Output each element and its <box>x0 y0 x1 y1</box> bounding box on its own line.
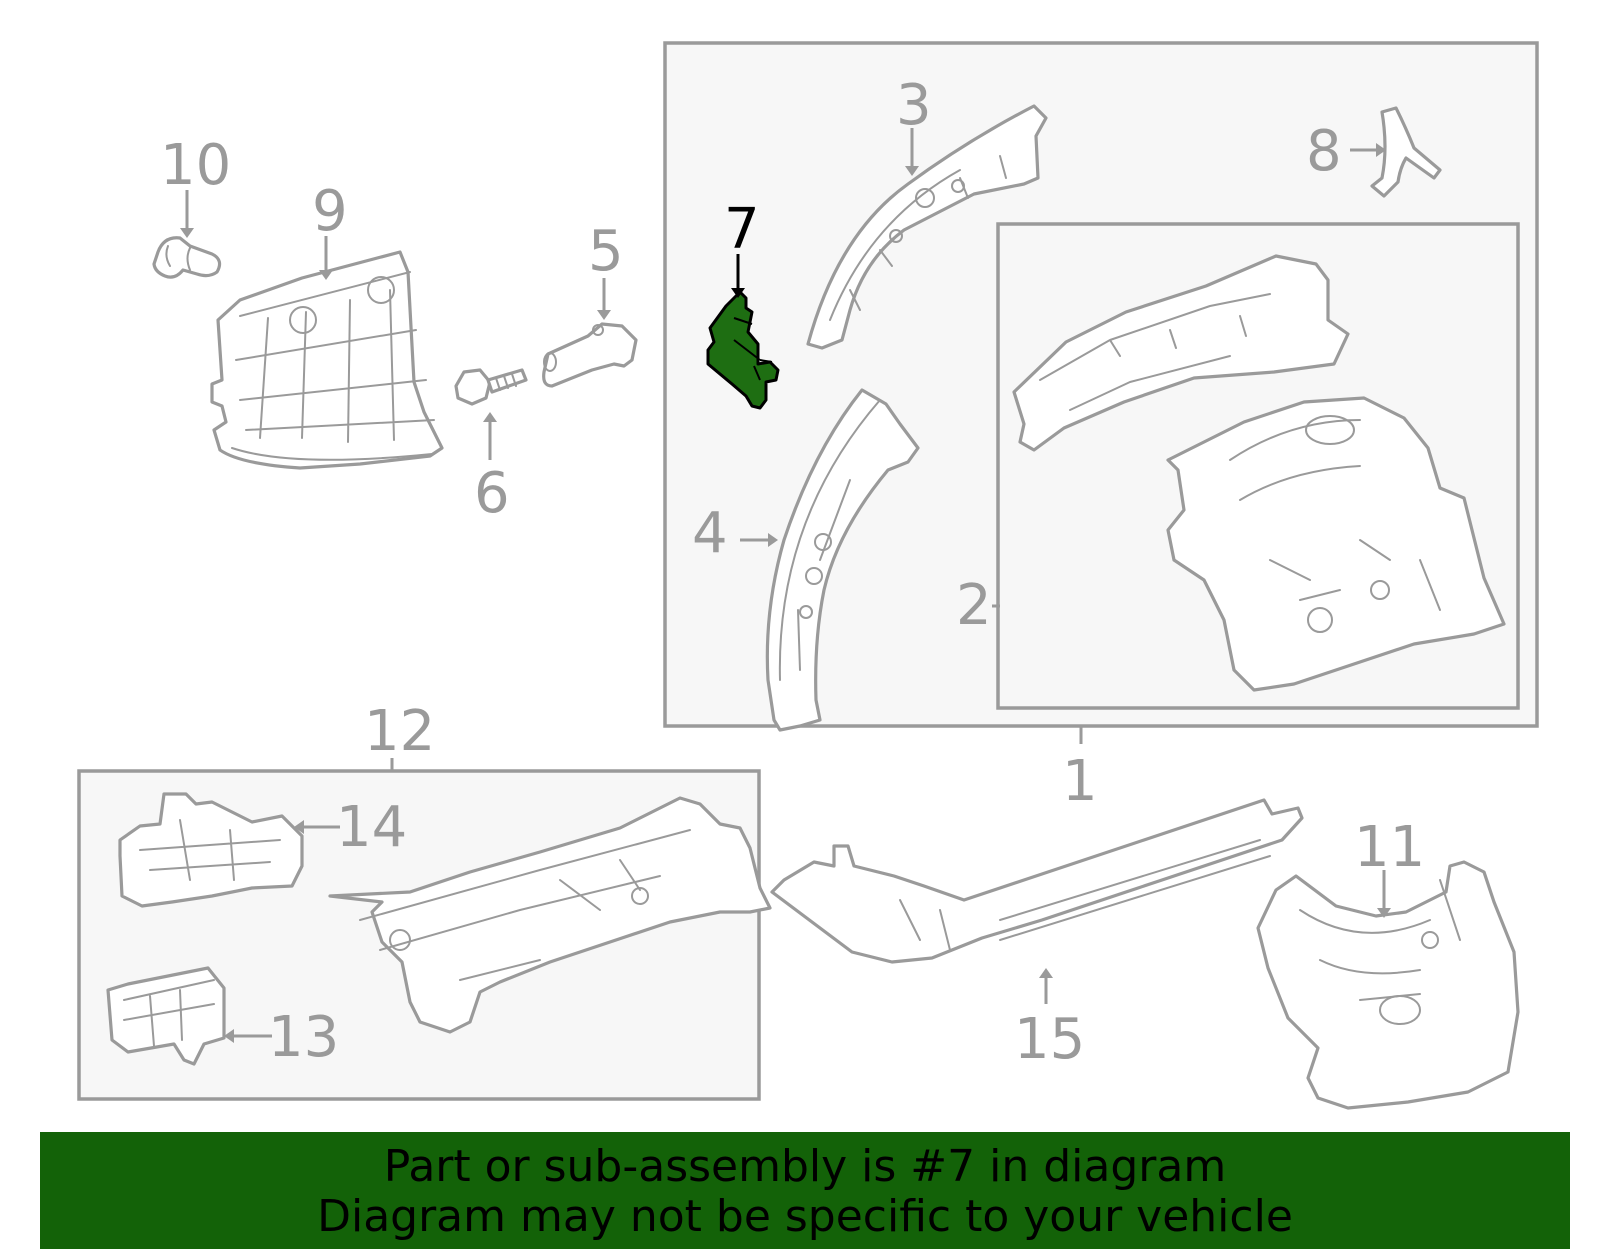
footer-line-1: Part or sub-assembly is #7 in diagram <box>383 1141 1227 1192</box>
callout-10: 10 <box>160 133 231 198</box>
callout-9: 9 <box>312 179 348 244</box>
callout-5: 5 <box>588 219 624 284</box>
part-13-bracket[interactable] <box>106 966 226 1066</box>
part-15-side-rail[interactable] <box>770 798 1304 964</box>
callout-15: 15 <box>1014 1007 1085 1072</box>
footer-banner: Part or sub-assembly is #7 in diagram Di… <box>40 1132 1570 1249</box>
callout-11: 11 <box>1354 815 1425 880</box>
callout-6: 6 <box>474 461 510 526</box>
part-9-panel[interactable] <box>210 250 444 470</box>
callout-4: 4 <box>692 501 728 566</box>
callout-8: 8 <box>1306 119 1342 184</box>
callout-7: 7 <box>724 197 760 262</box>
part-6-bolt[interactable] <box>454 368 528 406</box>
part-2-wheelhouse[interactable] <box>1166 396 1506 692</box>
callout-13: 13 <box>268 1005 339 1070</box>
part-4-reinforcement[interactable] <box>765 388 920 732</box>
callout-12: 12 <box>364 699 435 764</box>
part-2-upper-rail[interactable] <box>1012 254 1350 452</box>
part-7-bracket-highlighted[interactable] <box>706 290 780 410</box>
part-11-liner[interactable] <box>1256 860 1520 1110</box>
callout-1: 1 <box>1062 749 1098 814</box>
callout-2: 2 <box>956 573 992 638</box>
footer-line-2: Diagram may not be specific to your vehi… <box>317 1191 1293 1242</box>
part-14-bracket[interactable] <box>118 792 304 908</box>
callout-3: 3 <box>896 73 932 138</box>
part-3-reinforcement[interactable] <box>806 104 1048 350</box>
part-10-clip[interactable] <box>152 236 222 279</box>
part-12-frame-rail[interactable] <box>328 796 772 1034</box>
part-8-bracket[interactable] <box>1370 106 1442 198</box>
part-5-connector[interactable] <box>542 322 638 388</box>
callout-14: 14 <box>336 795 407 860</box>
